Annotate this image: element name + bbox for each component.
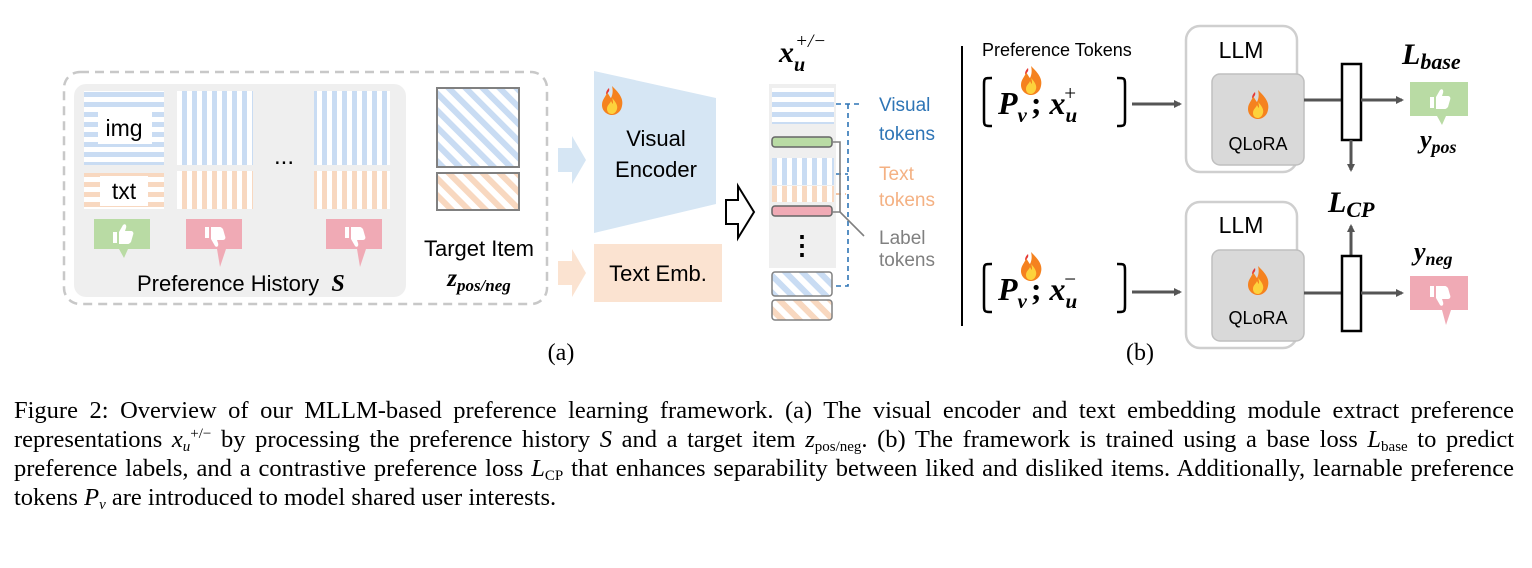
- preference-history-container: [62, 70, 549, 306]
- panel-b-sublabel: (b): [1126, 340, 1154, 366]
- qlora-box-bottom: [1211, 249, 1305, 342]
- caption-figure-label: Figure 2:: [14, 397, 109, 424]
- output-bar-bottom: [1340, 254, 1363, 333]
- tokens-header: xu+/−: [778, 31, 826, 76]
- fire-icon: [1021, 252, 1042, 281]
- token-ellipsis: ⋮: [789, 230, 815, 260]
- llm-label-bottom: LLM: [1219, 212, 1264, 238]
- visual-tokens-block-2: [772, 158, 834, 185]
- arrow-to-encoder: [558, 136, 586, 184]
- figure-caption: Figure 2: Overview of our MLLM-based pre…: [14, 397, 1515, 513]
- arrow-to-text-emb: [558, 249, 586, 297]
- label-token-negative: [771, 205, 833, 217]
- visual-encoder-label-1: Visual: [626, 126, 686, 151]
- qlora-box-top: [1211, 73, 1305, 166]
- history-item-3: [314, 91, 390, 209]
- visual-tokens-block-1: [772, 88, 834, 124]
- dislike-badge-output: [1410, 276, 1468, 325]
- output-bar-top: [1340, 62, 1363, 142]
- svg-text:Pv;xu+: Pv;xu+: [997, 81, 1077, 127]
- llm-label-top: LLM: [1219, 37, 1264, 63]
- preference-tokens-label: Preference Tokens: [982, 40, 1132, 60]
- svg-text:Pv;xu−: Pv;xu−: [997, 267, 1077, 313]
- qlora-label-bottom: QLoRA: [1228, 308, 1287, 328]
- hollow-arrow: [725, 182, 756, 242]
- dislike-badge-1: [186, 219, 242, 267]
- target-token-visual: [771, 271, 833, 297]
- legend-label-tokens: Label tokens: [879, 228, 935, 271]
- loss-base-label: Lbase: [1401, 38, 1461, 74]
- target-item: [436, 87, 520, 211]
- txt-label: txt: [112, 178, 137, 204]
- label-token-positive: [771, 136, 833, 148]
- loss-cp-label: LCP: [1327, 186, 1375, 222]
- framework-diagram: img txt ... Preference History S Target …: [62, 24, 1468, 366]
- panel-a-sublabel: (a): [548, 340, 575, 366]
- y-pos-label: ypos: [1417, 125, 1457, 157]
- history-item-2: [177, 91, 253, 209]
- target-item-label: Target Item: [424, 236, 534, 261]
- text-tokens-block: [772, 186, 834, 202]
- img-label: img: [105, 115, 142, 141]
- fire-icon: [1021, 66, 1042, 95]
- dislike-badge-2: [326, 219, 382, 267]
- target-token-text: [771, 299, 833, 321]
- y-neg-label: yneg: [1411, 237, 1453, 269]
- bottom-input: Pv;xu−: [982, 252, 1127, 314]
- text-emb-box: [594, 244, 722, 302]
- like-badge: [94, 219, 150, 258]
- preference-history-caption: Preference History S: [137, 271, 345, 297]
- legend-visual-tokens: Visual tokens: [879, 95, 936, 145]
- visual-encoder: [594, 71, 716, 233]
- legend-connectors: [832, 103, 865, 287]
- target-item-symbol: zpos/neg: [446, 265, 511, 295]
- qlora-label-top: QLoRA: [1228, 134, 1287, 154]
- top-input: Pv;xu+: [982, 66, 1127, 128]
- visual-encoder-label-2: Encoder: [615, 157, 697, 182]
- like-badge-output: [1410, 82, 1468, 125]
- history-ellipsis: ...: [274, 143, 294, 170]
- text-emb-label: Text Emb.: [609, 261, 707, 286]
- history-item-1: img txt: [84, 91, 164, 209]
- legend-text-tokens: Text tokens: [879, 164, 935, 211]
